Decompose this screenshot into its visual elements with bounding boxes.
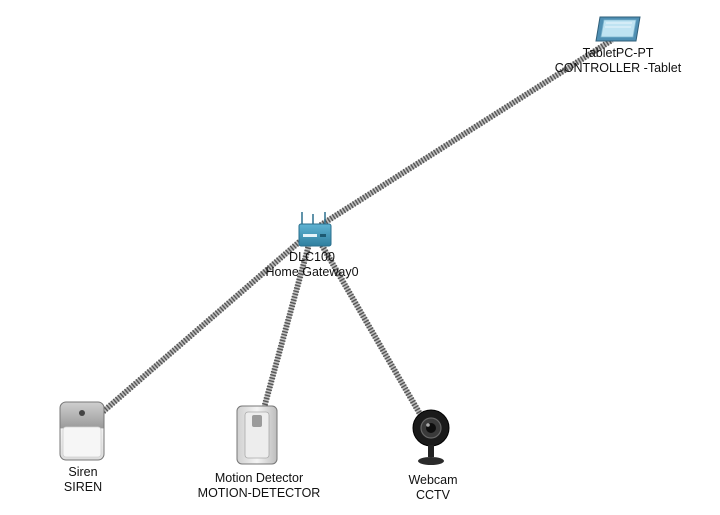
tablet-name: CONTROLLER -Tablet: [554, 61, 682, 75]
siren-label: Siren SIREN: [64, 465, 102, 495]
tablet-model: TabletPC-PT: [582, 46, 654, 60]
motion-detector-icon[interactable]: [236, 405, 278, 465]
webcam-label: Webcam CCTV: [408, 473, 457, 503]
gateway-name: Home Gateway0: [265, 265, 359, 279]
wireless-link-pattern-motion: [261, 229, 316, 409]
wireless-link-pattern-tablet: [311, 37, 614, 233]
wireless-link-pattern-webcam: [310, 228, 423, 416]
webcam-name: CCTV: [415, 488, 451, 502]
tablet-icon[interactable]: [595, 16, 641, 42]
siren-name: SIREN: [63, 480, 103, 494]
motion-model: Motion Detector: [214, 471, 304, 485]
siren-model: Siren: [68, 465, 98, 479]
motion-label: Motion Detector MOTION-DETECTOR: [198, 471, 321, 501]
siren-icon[interactable]: [59, 401, 105, 461]
webcam-model: Webcam: [408, 473, 458, 487]
motion-name: MOTION-DETECTOR: [197, 486, 321, 500]
webcam-icon[interactable]: [412, 409, 450, 465]
gateway-model: DLC100: [289, 250, 335, 264]
wireless-link-pattern-siren: [96, 227, 315, 419]
wireless-links: [96, 37, 614, 419]
gateway-label: DLC100 Home Gateway0: [265, 250, 358, 280]
tablet-label: TabletPC-PT CONTROLLER -Tablet: [555, 46, 681, 76]
home-gateway-icon[interactable]: [298, 212, 332, 247]
